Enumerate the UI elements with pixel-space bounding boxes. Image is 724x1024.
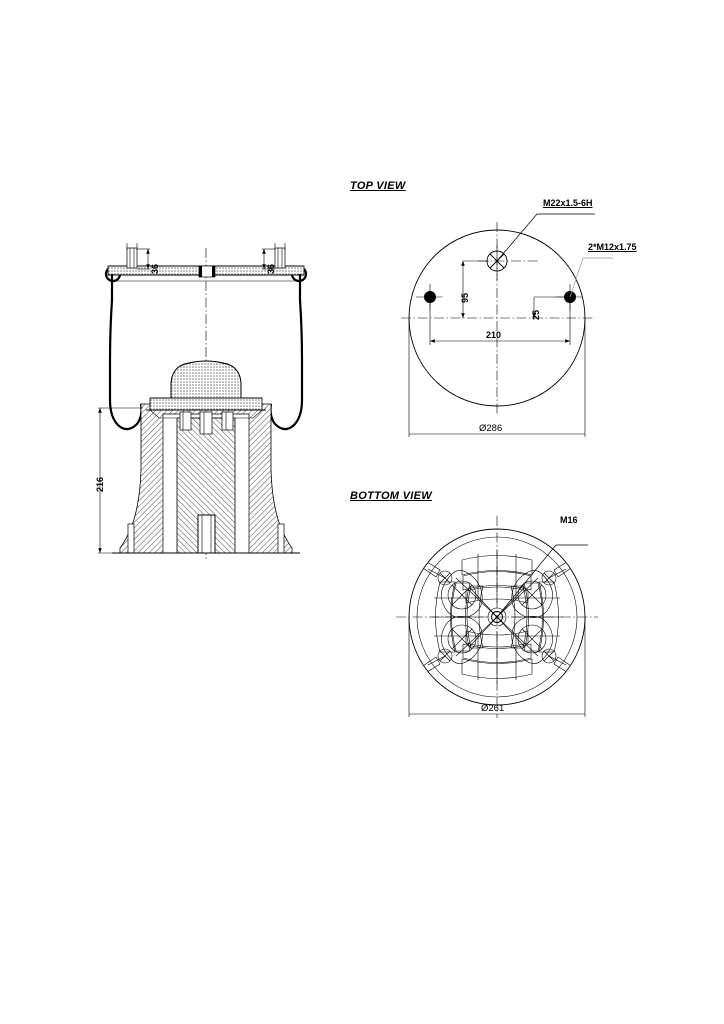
center-thread-m16 — [491, 611, 503, 623]
dim-label-95: 95 — [460, 292, 470, 303]
callout-m22: M22x1.5-6H — [543, 198, 593, 208]
dim-label-36-left: 36 — [150, 263, 160, 274]
bolt-boss-sw — [419, 616, 483, 675]
bumper-dome — [170, 360, 242, 399]
stud-left — [126, 247, 138, 269]
center-boss-outer — [487, 607, 507, 627]
piston-bolt-left — [179, 411, 192, 431]
bottom-view-title: BOTTOM VIEW — [350, 490, 432, 502]
piston-bolt-center — [199, 411, 213, 435]
piston-anchor-left — [127, 523, 135, 554]
callout-m12: 2*M12x1.75 — [588, 242, 637, 252]
dim-label-210: 210 — [486, 330, 502, 340]
piston-top-flange — [149, 397, 263, 411]
center-port-wall-right — [212, 266, 215, 277]
top-view-geometry — [401, 213, 613, 437]
stud-right — [274, 247, 286, 269]
piston-center-thread-section — [197, 514, 216, 554]
bolt-boss-nw — [419, 559, 483, 618]
bolt-boss-ne — [511, 559, 575, 618]
leader-m12 — [569, 257, 613, 298]
dim-label-36-right: 36 — [266, 263, 276, 274]
rib-pocket-south — [461, 630, 533, 683]
bolt-boss-se — [511, 616, 575, 675]
dim-label-d286: Ø286 — [479, 423, 503, 434]
bottom-view-geometry — [396, 516, 598, 718]
bellows-left-wall — [108, 274, 143, 431]
dim-label-216: 216 — [95, 476, 105, 492]
top-view-title: TOP VIEW — [350, 180, 406, 192]
bumper-dome-outline — [170, 360, 242, 398]
section-view-geometry — [98, 243, 308, 560]
rib-pocket-north — [461, 551, 533, 604]
piston-anchor-right — [277, 523, 285, 554]
piston-bolt-right — [221, 411, 234, 431]
bellows-right-wall — [269, 274, 304, 431]
leader-m16 — [496, 544, 588, 618]
dim-label-d261: Ø261 — [481, 703, 505, 714]
callout-m16: M16 — [560, 515, 578, 525]
center-port-wall-left — [199, 266, 202, 277]
dim-label-25: 25 — [531, 309, 541, 320]
leader-m22 — [496, 213, 595, 262]
